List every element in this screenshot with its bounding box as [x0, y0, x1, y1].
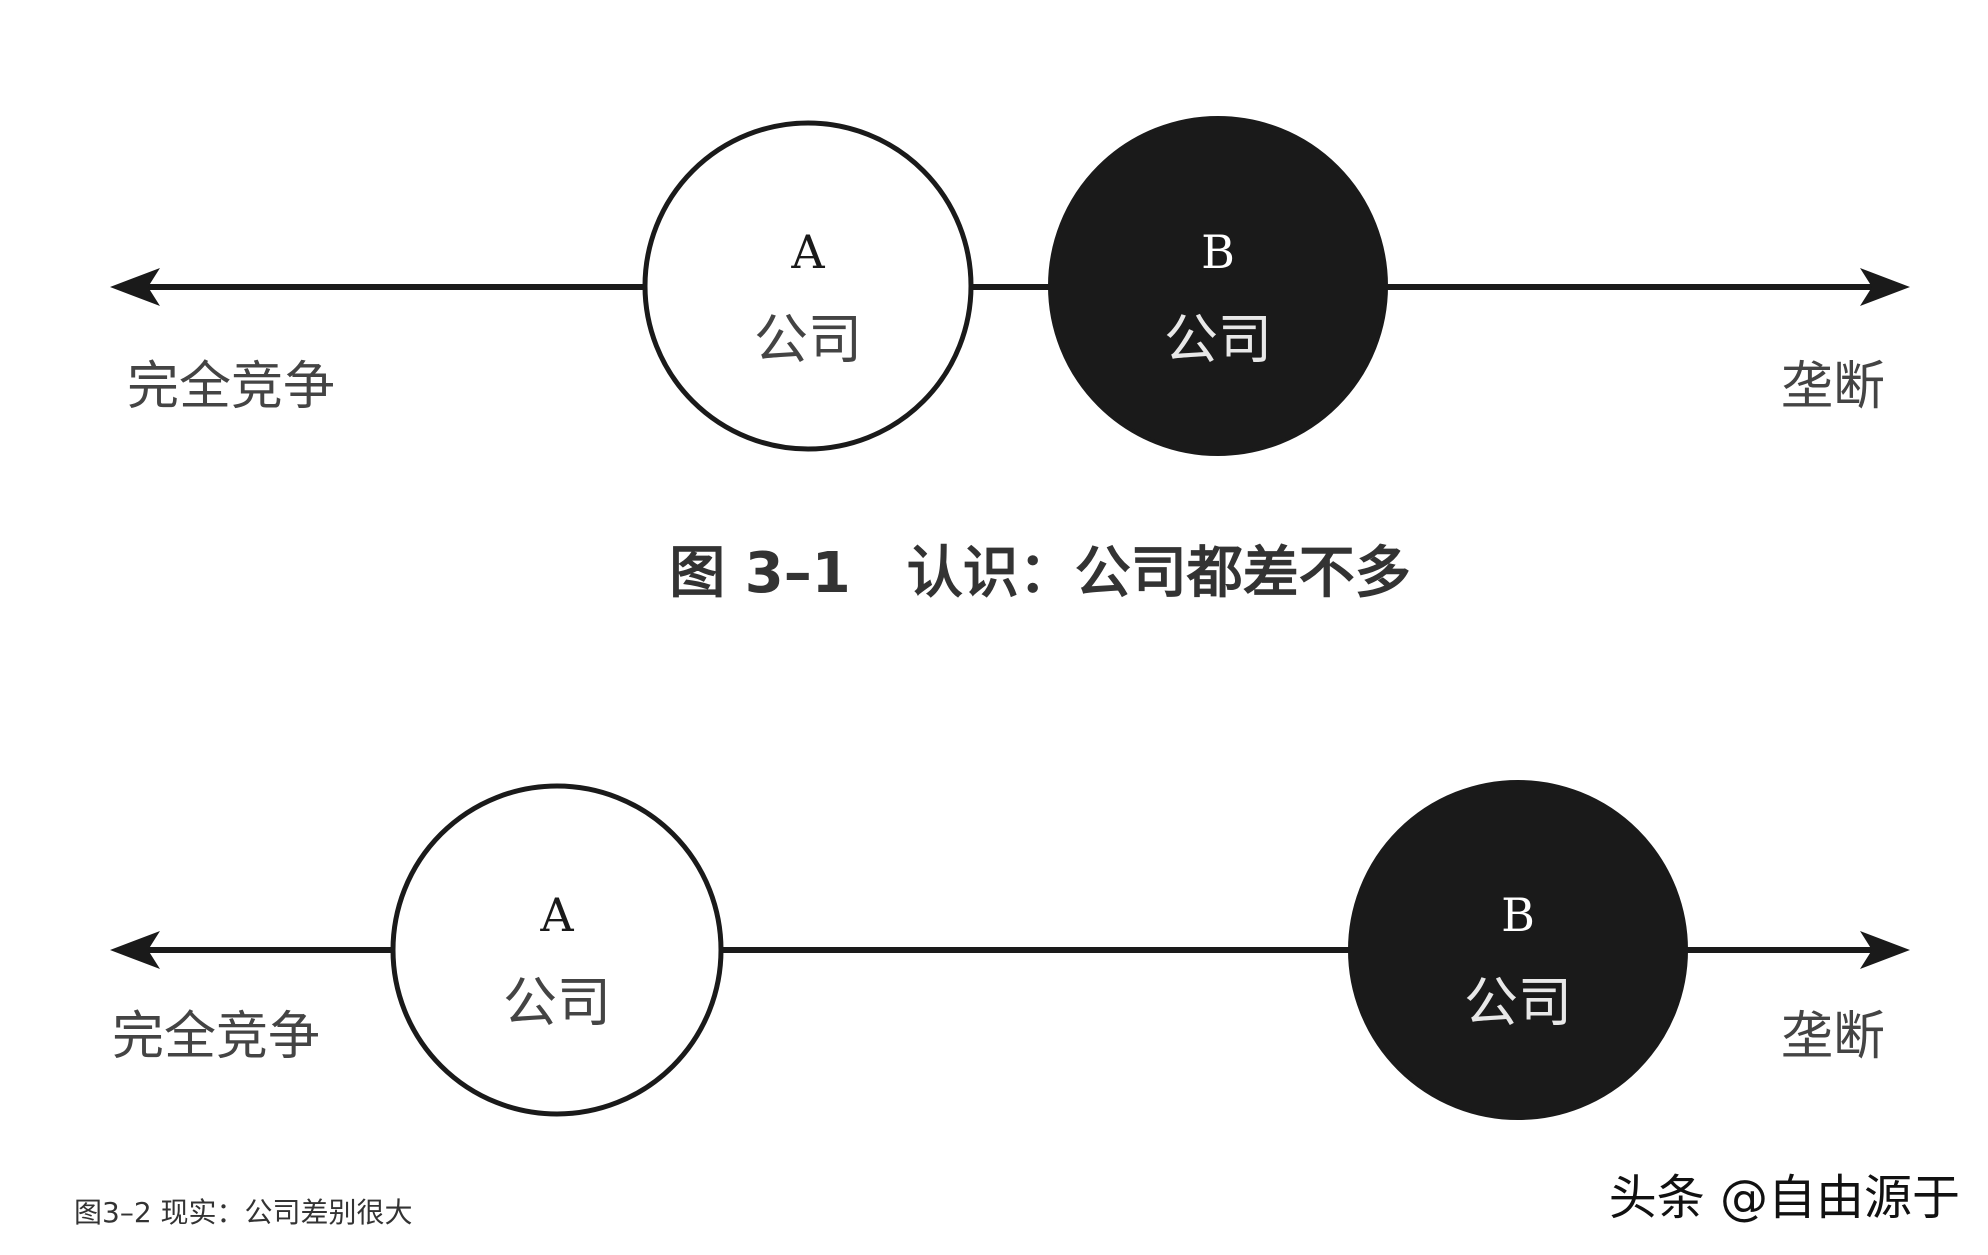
fig1-company-a: A 公司	[642, 120, 974, 452]
fig2-right-label: 垄断	[1781, 1007, 1885, 1067]
fig2-company-b: B 公司	[1348, 780, 1688, 1120]
fig1-left-arrowhead	[110, 268, 160, 306]
fig1-company-a-label: 公司	[754, 308, 862, 371]
fig2-company-b-circle	[1348, 780, 1688, 1120]
fig1-left-label: 完全竞争	[127, 357, 335, 417]
fig1-company-b-circle	[1048, 116, 1388, 456]
fig1-company-b-label: 公司	[1164, 308, 1272, 371]
fig1-right-label: 垄断	[1781, 357, 1885, 417]
fig2-left-label: 完全竞争	[112, 1007, 320, 1067]
fig2-caption: 图3–2 现实：公司差别很大	[74, 1196, 413, 1229]
fig1-caption: 图 3–1 认识：公司都差不多	[669, 541, 1410, 606]
fig2-right-arrowhead	[1860, 931, 1910, 969]
fig1-company-a-circle	[642, 120, 974, 452]
figure-1: A 公司 B 公司 完全竞争 垄断 图 3–1 认识：公司都差不多	[110, 116, 1910, 606]
fig2-company-a-letter: A	[539, 888, 574, 942]
fig1-company-b-letter: B	[1201, 225, 1235, 279]
fig2-company-a-label: 公司	[503, 971, 611, 1034]
figure-2: A 公司 B 公司 完全竞争 垄断 图3–2 现实：公司差别很大	[74, 780, 1910, 1229]
fig1-right-arrowhead	[1860, 268, 1910, 306]
fig2-company-a-circle	[390, 783, 724, 1117]
fig1-company-a-letter: A	[790, 225, 825, 279]
fig2-company-a: A 公司	[390, 783, 724, 1117]
fig2-left-arrowhead	[110, 931, 160, 969]
watermark: 头条 @自由源于	[1609, 1170, 1960, 1226]
fig2-company-b-letter: B	[1501, 888, 1535, 942]
fig2-company-b-label: 公司	[1464, 971, 1572, 1034]
fig1-company-b: B 公司	[1048, 116, 1388, 456]
